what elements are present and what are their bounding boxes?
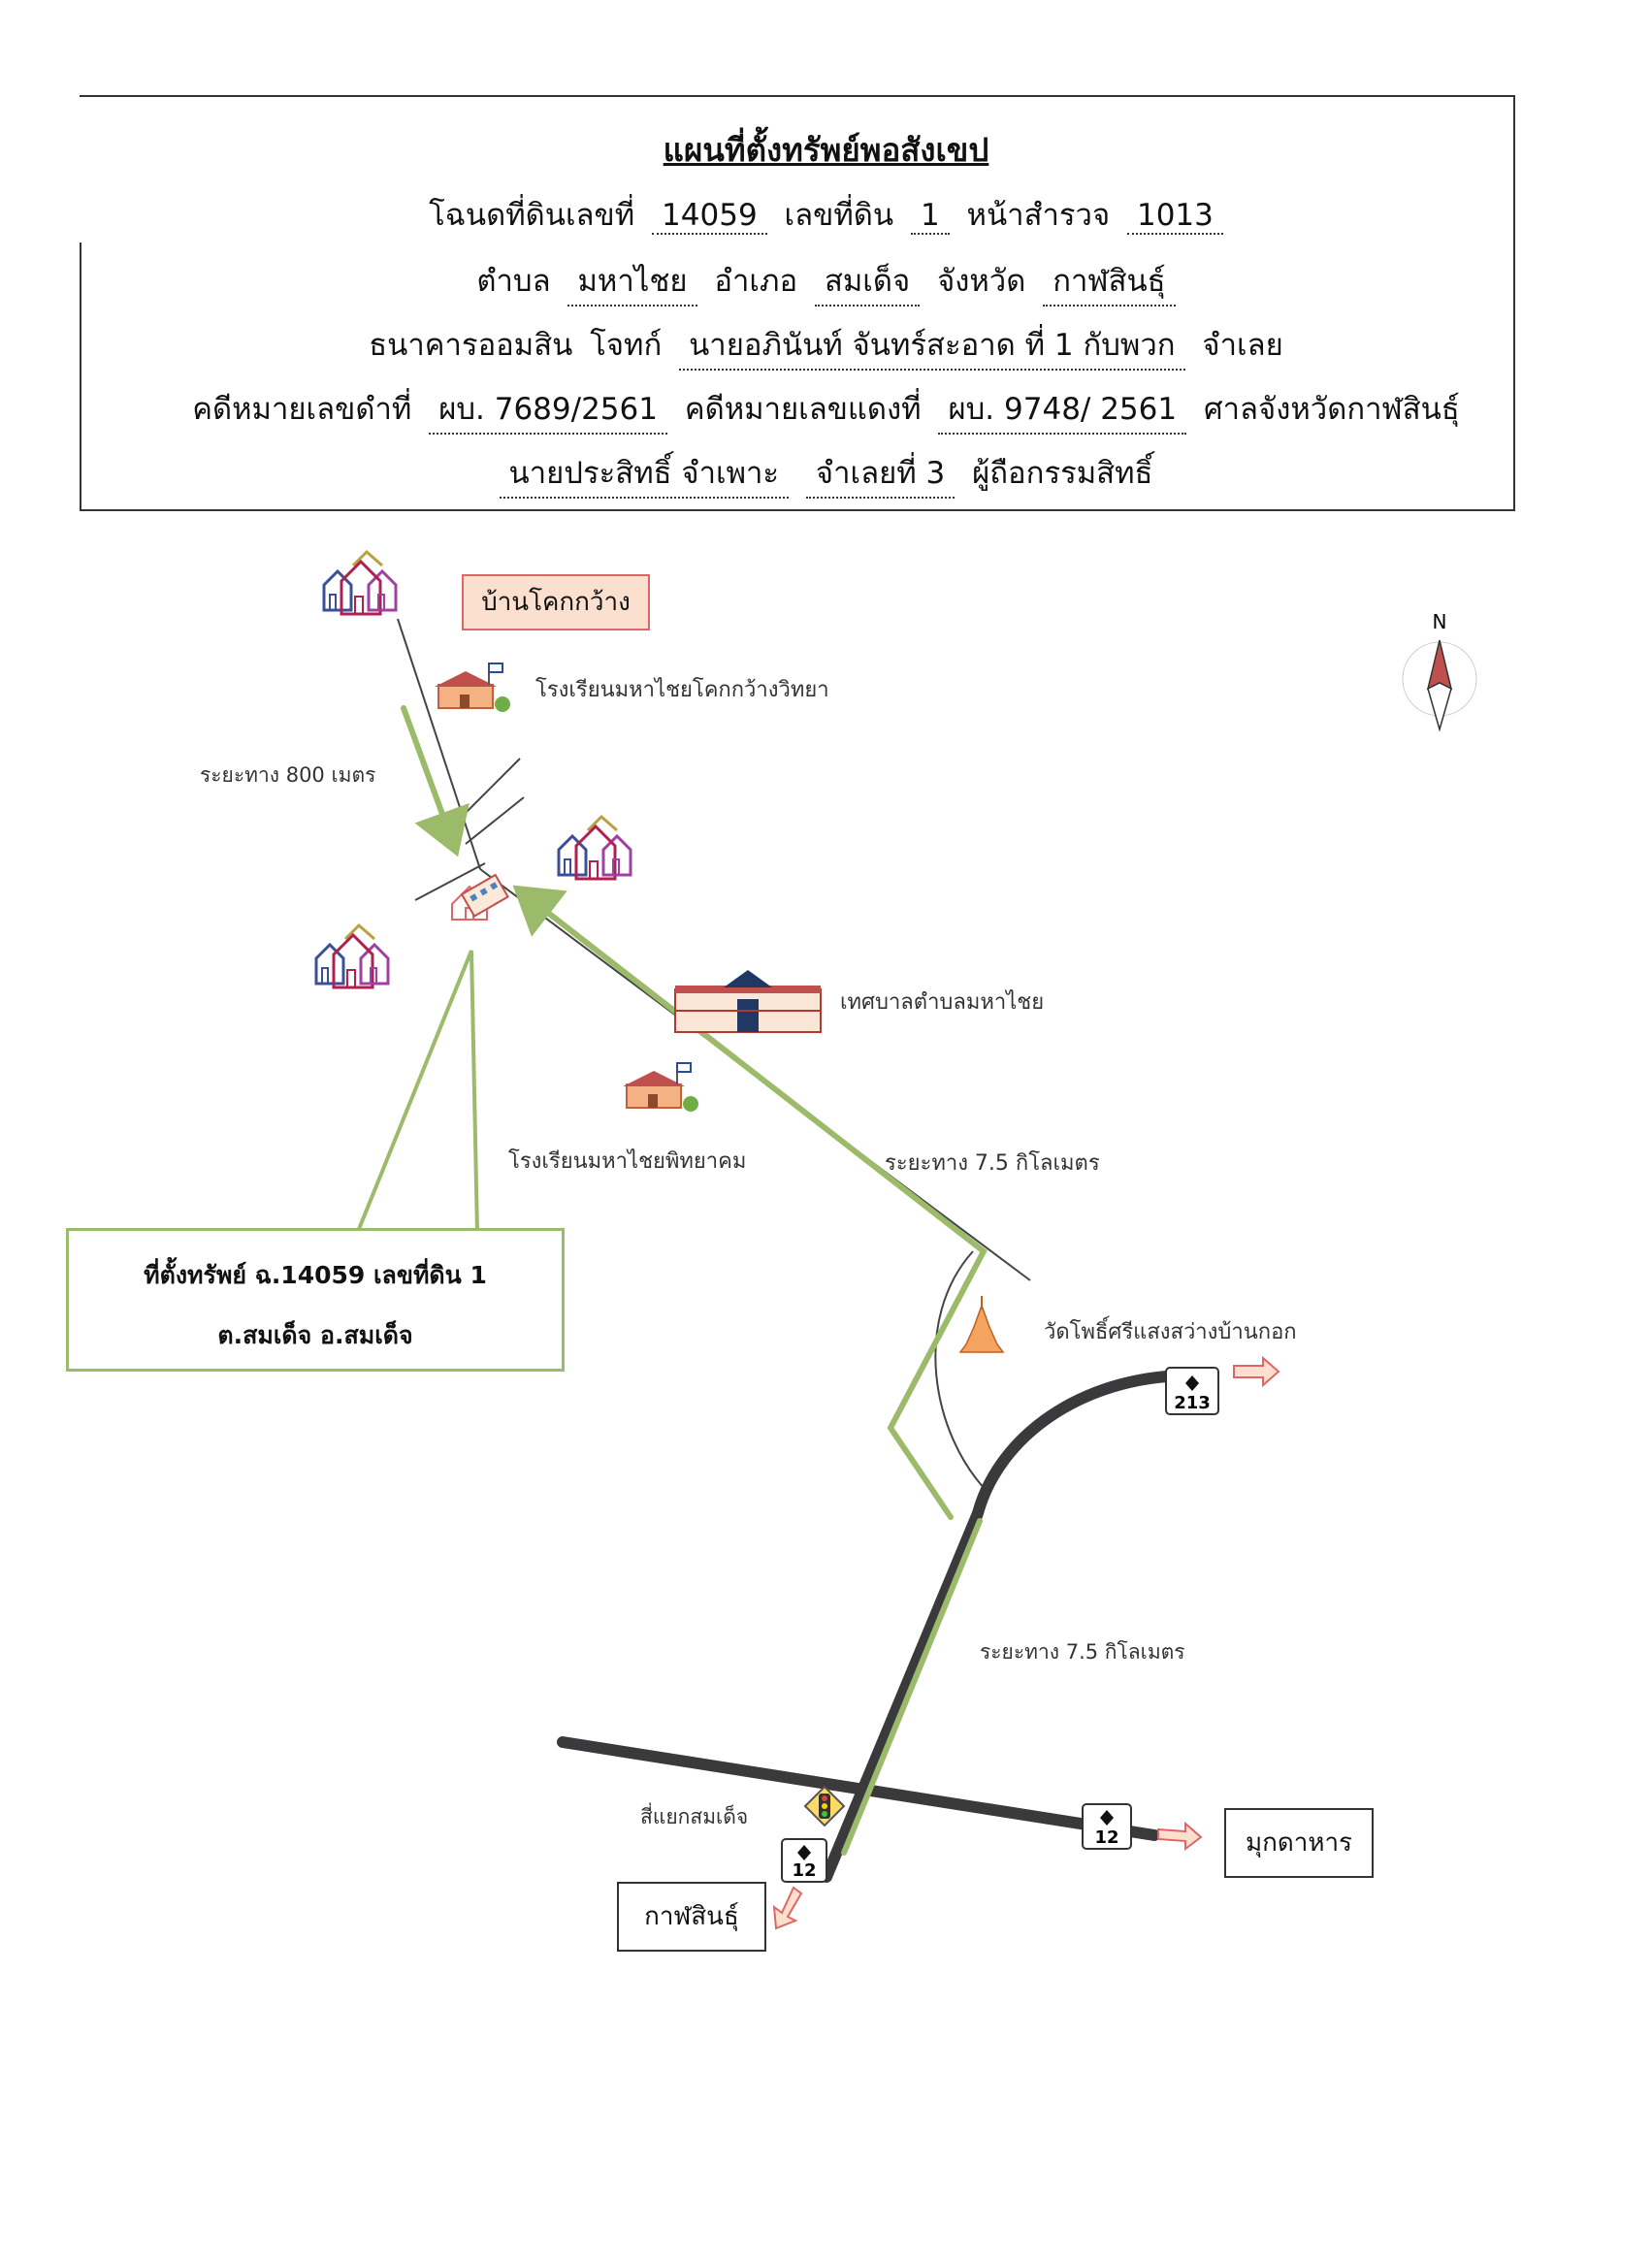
north-arrow-icon: N — [1402, 610, 1477, 732]
header-left-border — [80, 242, 81, 509]
route-12-east-shield: 12 — [1082, 1803, 1132, 1850]
village-houses-icon — [322, 550, 398, 616]
deed-line: โฉนดที่ดินเลขที่ 14059 เลขที่ดิน 1 หน้าส… — [0, 190, 1652, 239]
municipality-icon — [674, 970, 822, 1033]
svg-text:12: 12 — [792, 1860, 816, 1881]
building-icon — [460, 873, 510, 918]
svg-text:12: 12 — [1094, 1827, 1118, 1848]
highways — [557, 1370, 1191, 1883]
case-line: คดีหมายเลขดำที่ ผบ. 7689/2561 คดีหมายเลข… — [0, 384, 1652, 435]
destination-mukdahan: มุกดาหาร — [1224, 1808, 1374, 1878]
distance-1-label: ระยะทาง 800 เมตร — [200, 763, 375, 787]
page-title: แผนที่ตั้งทรัพย์พอสังเขป — [663, 131, 989, 169]
school-1-label: โรงเรียนมหาไชยโคกกว้างวิทยา — [535, 677, 829, 702]
svg-text:N: N — [1433, 610, 1447, 633]
houses-icon — [314, 923, 390, 989]
temple-label: วัดโพธิ์ศรีแสงสว่างบ้านกอก — [1044, 1316, 1297, 1344]
route-path — [401, 705, 988, 1856]
direction-arrows — [772, 1355, 1280, 1930]
school-icon — [434, 663, 511, 713]
property-line-1: ที่ตั้งทรัพย์ ฉ.14059 เลขที่ดิน 1 — [144, 1261, 487, 1289]
distance-2-label: ระยะทาง 7.5 กิโลเมตร — [885, 1150, 1100, 1176]
intersection-label: สี่แยกสมเด็จ — [640, 1802, 748, 1828]
houses-icon — [557, 815, 632, 881]
location-line: ตำบล มหาไชย อำเภอ สมเด็จ จังหวัด กาฬสินธ… — [0, 256, 1652, 307]
property-pointer — [355, 950, 479, 1235]
school-icon — [622, 1062, 699, 1113]
header-right-border — [1513, 97, 1515, 509]
parties-line: ธนาคารออมสิน โจทก์ นายอภินันท์ จันทร์สะอ… — [0, 320, 1652, 371]
destination-kalasin: กาฬสินธุ์ — [617, 1882, 766, 1952]
route-213-shield: 213 — [1165, 1367, 1219, 1415]
village-label: บ้านโคกกว้าง — [462, 574, 650, 630]
traffic-light-icon — [803, 1785, 846, 1827]
owner-line: นายประสิทธิ์ จำเพาะ จำเลยที่ 3 ผู้ถือกรร… — [0, 448, 1652, 499]
temple-icon — [958, 1296, 1005, 1353]
municipality-label: เทศบาลตำบลมหาไชย — [840, 989, 1044, 1015]
school-2-label: โรงเรียนมหาไชยพิทยาคม — [508, 1148, 746, 1174]
svg-text:213: 213 — [1174, 1393, 1211, 1413]
property-line-2: ต.สมเด็จ อ.สมเด็จ — [217, 1321, 413, 1349]
property-location-box: ที่ตั้งทรัพย์ ฉ.14059 เลขที่ดิน 1 ต.สมเด… — [66, 1228, 565, 1372]
distance-3-label: ระยะทาง 7.5 กิโลเมตร — [980, 1640, 1185, 1664]
route-12-south-shield: 12 — [781, 1838, 827, 1883]
header-box — [80, 95, 1515, 511]
